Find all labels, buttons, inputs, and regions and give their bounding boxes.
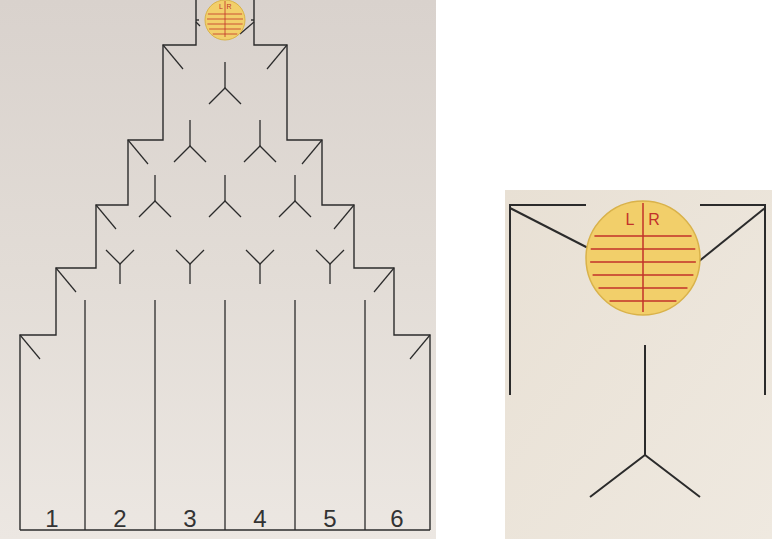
inset-lines (510, 201, 765, 497)
peg (224, 62, 225, 88)
peg (244, 146, 276, 162)
deflector (334, 205, 354, 229)
board-outline (254, 0, 430, 530)
peg-closeup (590, 455, 700, 497)
ball-disc (205, 0, 245, 40)
ball-disc-closeup (586, 201, 700, 315)
peg (174, 146, 206, 162)
y-splitter (106, 250, 134, 264)
peg (259, 120, 260, 146)
deflector (267, 45, 287, 69)
top-line (196, 19, 199, 20)
peg (139, 201, 171, 217)
y-splitter (259, 264, 260, 284)
deflector (302, 140, 322, 164)
deflector (20, 335, 40, 359)
peg (224, 175, 225, 201)
deflector (128, 140, 148, 164)
bin-divider (224, 300, 225, 530)
deflector (163, 45, 183, 69)
deflector (410, 335, 430, 359)
peg (209, 88, 241, 104)
inset-diagonal (698, 208, 765, 262)
disc-divider (225, 1, 226, 37)
bin-number: 6 (381, 507, 413, 531)
peg (294, 175, 295, 201)
y-splitter (189, 264, 190, 284)
bin-divider (84, 300, 85, 530)
y-splitter (246, 250, 274, 264)
peg (189, 120, 190, 146)
paper-photo (0, 0, 436, 539)
bin-number: 4 (244, 507, 276, 531)
board-outline (20, 0, 196, 530)
inset-photo (505, 190, 772, 539)
peg (209, 201, 241, 217)
peg-closeup (644, 345, 646, 455)
peg (154, 175, 155, 201)
bin-number: 5 (314, 507, 346, 531)
bin-number: 3 (174, 507, 206, 531)
deflector (96, 205, 116, 229)
bin-number: 1 (36, 507, 68, 531)
inset-wall (510, 205, 586, 395)
top-line (251, 19, 254, 20)
inset-diagonal (510, 208, 592, 250)
deflector (56, 268, 76, 292)
bin-divider (364, 300, 365, 530)
bin-divider (294, 300, 295, 530)
bin-number: 2 (104, 507, 136, 531)
disc-side-letter: R (646, 212, 662, 228)
y-splitter (316, 250, 344, 264)
disc-side-letter: L (622, 212, 638, 228)
top-diagonal (196, 22, 200, 26)
bin-divider (154, 300, 155, 530)
y-splitter (119, 264, 120, 284)
disc-side-letter: R (226, 3, 232, 10)
peg (279, 201, 311, 217)
board-lines (20, 0, 430, 530)
disc-side-letter: L (218, 3, 224, 10)
y-splitter (329, 264, 330, 284)
disc-divider (642, 203, 644, 312)
deflector (374, 268, 394, 292)
y-splitter (176, 250, 204, 264)
